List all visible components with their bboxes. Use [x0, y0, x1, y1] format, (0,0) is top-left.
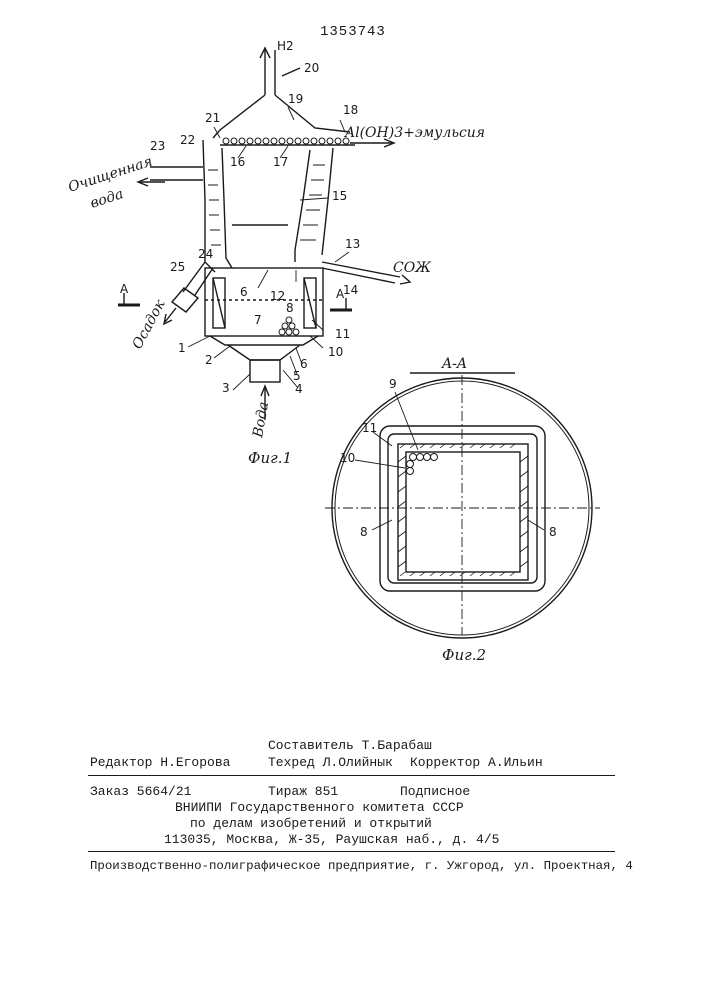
label-water: Вода [250, 401, 272, 440]
label-24: 24 [198, 247, 213, 261]
label-19: 19 [288, 92, 303, 106]
label-10: 10 [328, 345, 343, 359]
label-8-right: 8 [549, 525, 557, 539]
compiler: Составитель Т.Барабаш [268, 738, 432, 753]
label-12: 12 [270, 289, 285, 303]
corrector: Корректор А.Ильин [410, 755, 543, 770]
techred: Техред Л.Олийнык [268, 755, 393, 770]
label-25: 25 [170, 260, 185, 274]
label-1: 1 [178, 341, 186, 355]
divider-top [88, 775, 615, 776]
label-15: 15 [332, 189, 347, 203]
org-line-1: ВНИИПИ Государственного комитета СССР [175, 800, 464, 815]
label-section-a-right: A [336, 287, 345, 301]
label-11-fig2: 11 [362, 421, 377, 435]
label-3: 3 [222, 381, 230, 395]
label-7: 7 [254, 313, 262, 327]
label-section-a-left: A [120, 282, 129, 296]
label-13: 13 [345, 237, 360, 251]
figure-2-drawing [325, 373, 600, 638]
label-23: 23 [150, 139, 165, 153]
label-4: 4 [295, 382, 303, 396]
address: 113035, Москва, Ж-35, Раушская наб., д. … [164, 832, 499, 847]
figure-2-labels: A-A 9 11 10 8 8 Фиг.2 [340, 356, 557, 664]
label-10-fig2: 10 [340, 451, 355, 465]
divider-bottom [88, 851, 615, 852]
label-9: 9 [389, 377, 397, 391]
org-line-2: по делам изобретений и открытий [190, 816, 432, 831]
label-11: 11 [335, 327, 350, 341]
label-17: 17 [273, 155, 288, 169]
label-14: 14 [343, 283, 358, 297]
label-16: 16 [230, 155, 245, 169]
subscription: Подписное [400, 784, 470, 799]
patent-drawings: H2 20 19 18 Al(OH)3+эмульсия 21 22 23 16… [0, 0, 707, 700]
editor: Редактор Н.Егорова [90, 755, 230, 770]
label-6-upper: 6 [240, 285, 248, 299]
label-6-lower: 6 [300, 357, 308, 371]
figure-2-caption: Фиг.2 [442, 646, 486, 664]
label-2: 2 [205, 353, 213, 367]
figure-1-caption: Фиг.1 [248, 449, 292, 467]
label-sozh: СОЖ [393, 260, 432, 276]
label-h2: H2 [277, 39, 294, 53]
printer: Производственно-полиграфическое предприя… [90, 859, 633, 873]
label-21: 21 [205, 111, 220, 125]
order: Заказ 5664/21 [90, 784, 191, 799]
label-18: 18 [343, 103, 358, 117]
label-5: 5 [293, 369, 301, 383]
section-a-a-title: A-A [440, 356, 467, 372]
label-8-left: 8 [360, 525, 368, 539]
label-emulsion: Al(OH)3+эмульсия [343, 125, 485, 141]
label-clean-water-2: вода [88, 186, 125, 212]
label-20: 20 [304, 61, 319, 75]
label-8: 8 [286, 301, 294, 315]
figure-1-labels: H2 20 19 18 Al(OH)3+эмульсия 21 22 23 16… [66, 39, 485, 467]
figure-1-drawing [118, 48, 410, 420]
circulation: Тираж 851 [268, 784, 338, 799]
label-22: 22 [180, 133, 195, 147]
